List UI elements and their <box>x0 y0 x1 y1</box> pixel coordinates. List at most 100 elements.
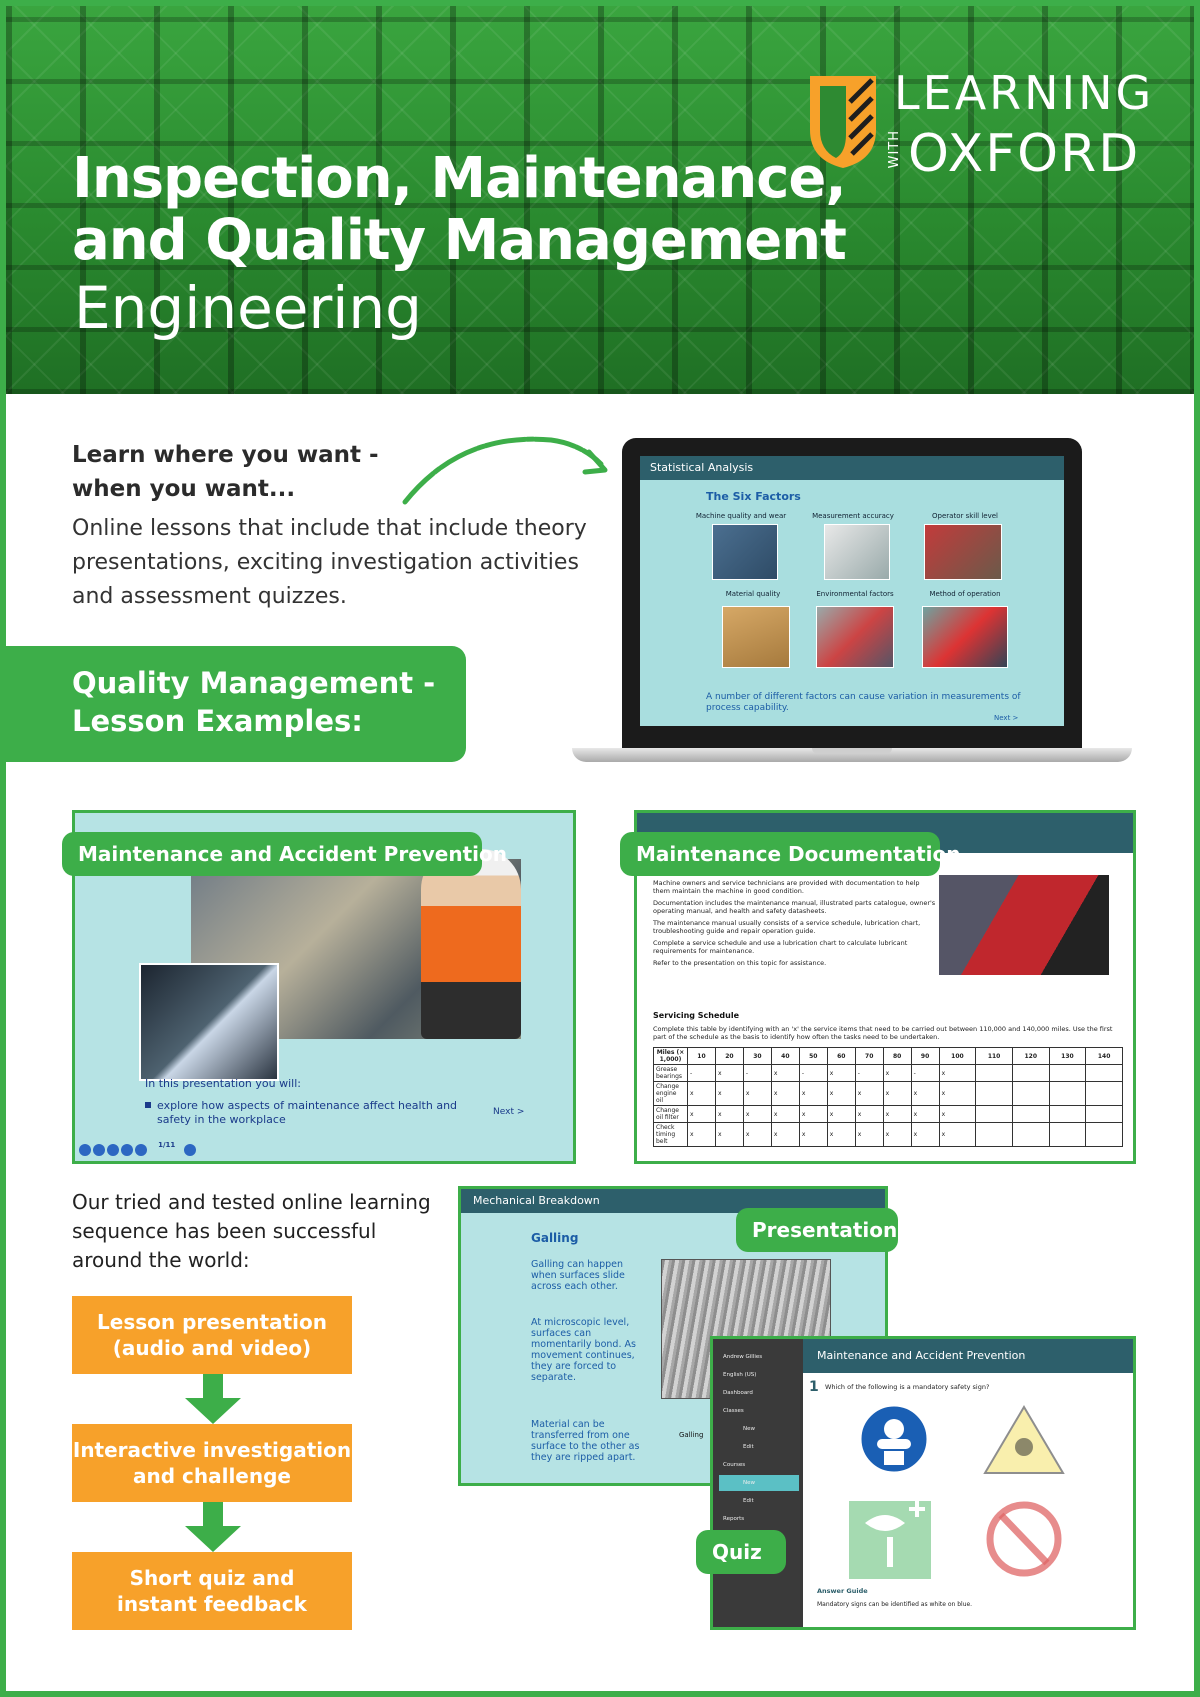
sidebar-item-user[interactable]: Andrew Gillies <box>723 1354 763 1360</box>
presentation-tag: Presentation <box>736 1208 898 1252</box>
eyewash-station-sign-icon[interactable] <box>845 1497 935 1587</box>
header-banner: Inspection, Maintenance, and Quality Man… <box>6 6 1194 394</box>
logo-word-with: WITH <box>887 130 902 169</box>
table-cell <box>975 1122 1013 1147</box>
quiz-tag: Quiz <box>696 1530 786 1574</box>
worker-photo <box>421 849 521 1039</box>
sidebar-item-courses-edit[interactable]: Edit <box>743 1498 754 1504</box>
table-cell: x <box>742 1081 772 1106</box>
table-header-cell: 80 <box>882 1047 912 1065</box>
table-header-cell: 120 <box>1011 1047 1050 1065</box>
environment-photo <box>816 606 894 668</box>
title-line-1: Inspection, Maintenance, <box>72 146 847 211</box>
player-button-icon[interactable] <box>121 1144 133 1156</box>
table-cell: x <box>687 1122 716 1147</box>
table-cell <box>1085 1064 1123 1082</box>
table-cell <box>1011 1105 1050 1123</box>
table-cell: x <box>882 1105 912 1123</box>
step-line: and challenge <box>132 1464 291 1488</box>
doc-paragraph: Machine owners and service technicians a… <box>653 879 920 895</box>
table-cell: x <box>714 1064 744 1082</box>
galling-label: Galling <box>679 1431 704 1439</box>
laptop-notch <box>812 748 892 754</box>
table-cell: x <box>714 1081 744 1106</box>
sidebar-item-courses[interactable]: Courses <box>723 1462 746 1468</box>
down-arrow-icon <box>185 1374 241 1424</box>
operator-photo <box>924 524 1002 580</box>
table-cell: x <box>742 1122 772 1147</box>
machine-photo <box>712 524 778 580</box>
table-cell: x <box>714 1122 744 1147</box>
poster-subtitle: Engineering <box>74 274 422 342</box>
table-cell: x <box>910 1122 940 1147</box>
table-cell: x <box>854 1081 884 1106</box>
presentation-text: Galling can happen when surfaces slide a… <box>531 1259 625 1292</box>
presentation-text: Material can be transferred from one sur… <box>531 1419 640 1463</box>
table-cell <box>1085 1122 1123 1147</box>
lesson-examples-box <box>6 646 466 762</box>
table-cell <box>1085 1105 1123 1123</box>
factor-label: Material quality <box>725 590 781 598</box>
sidebar-item-dashboard[interactable]: Dashboard <box>723 1390 753 1396</box>
sidebar-item-classes-edit[interactable]: Edit <box>743 1444 754 1450</box>
table-cell: - <box>687 1064 716 1082</box>
table-cell <box>1085 1081 1123 1106</box>
table-cell: x <box>938 1105 977 1123</box>
sidebar-item-classes[interactable]: Classes <box>723 1408 744 1414</box>
sidebar-item-courses-new[interactable]: New <box>719 1475 799 1491</box>
table-cell: x <box>798 1081 828 1106</box>
scaffolding-background <box>6 6 1194 394</box>
step-line: instant feedback <box>117 1592 307 1616</box>
sidebar-item-classes-new[interactable]: New <box>743 1426 755 1432</box>
intro-heading: Learn where you want - when you want... <box>72 438 392 506</box>
table-cell: x <box>798 1105 828 1123</box>
table-header-cell: 140 <box>1085 1047 1123 1065</box>
doc-paragraph: The maintenance manual usually consists … <box>653 919 921 935</box>
logo-word-learning: LEARNING <box>894 66 1155 120</box>
doc-paragraph: Refer to the presentation on this topic … <box>653 959 827 967</box>
table-header-cell: 20 <box>714 1047 744 1065</box>
step-line: Lesson presentation <box>97 1310 327 1334</box>
table-cell <box>1048 1105 1087 1123</box>
next-page-icon[interactable] <box>184 1144 197 1156</box>
no-fire-sign-icon[interactable] <box>979 1497 1069 1587</box>
factor-label: Method of operation <box>929 590 1001 598</box>
table-header-cell: 70 <box>854 1047 884 1065</box>
sidebar-item-language[interactable]: English (US) <box>723 1372 757 1378</box>
table-header-cell: 50 <box>798 1047 828 1065</box>
table-cell: x <box>938 1064 977 1082</box>
table-cell: x <box>770 1122 800 1147</box>
table-cell <box>1011 1081 1050 1106</box>
player-button-icon[interactable] <box>79 1144 91 1156</box>
table-cell: x <box>882 1064 912 1082</box>
player-button-icon[interactable] <box>93 1144 105 1156</box>
table-cell: Check timing belt <box>653 1122 688 1147</box>
sequence-intro: Our tried and tested online learning seq… <box>72 1190 431 1272</box>
table-cell: x <box>798 1122 828 1147</box>
maintenance-next-link[interactable]: Next > <box>493 1107 525 1117</box>
sidebar-item-reports[interactable]: Reports <box>723 1516 745 1522</box>
toxic-warning-sign-icon[interactable] <box>979 1399 1069 1489</box>
player-button-icon[interactable] <box>107 1144 119 1156</box>
table-cell: - <box>742 1064 772 1082</box>
oil-can-photo <box>939 875 1109 975</box>
table-cell: x <box>910 1081 940 1106</box>
table-cell: x <box>854 1105 884 1123</box>
table-header-cell: 30 <box>742 1047 772 1065</box>
poster-title: Inspection, Maintenance, and Quality Man… <box>72 146 847 273</box>
table-cell <box>975 1064 1013 1082</box>
player-button-icon[interactable] <box>135 1144 147 1156</box>
eye-protection-sign-icon[interactable] <box>849 1399 939 1489</box>
poster: Inspection, Maintenance, and Quality Man… <box>6 6 1194 1691</box>
slide-next-link[interactable]: Next > <box>994 714 1019 722</box>
intro-heading-line-1: Learn where you want - <box>72 442 379 468</box>
title-line-2: and Quality Management <box>72 208 847 273</box>
schedule-instructions: Complete this table by identifying with … <box>653 1025 1113 1041</box>
laptop-screen <box>640 456 1064 726</box>
lesson-examples-title: Quality Management - Lesson Examples: <box>72 664 452 740</box>
